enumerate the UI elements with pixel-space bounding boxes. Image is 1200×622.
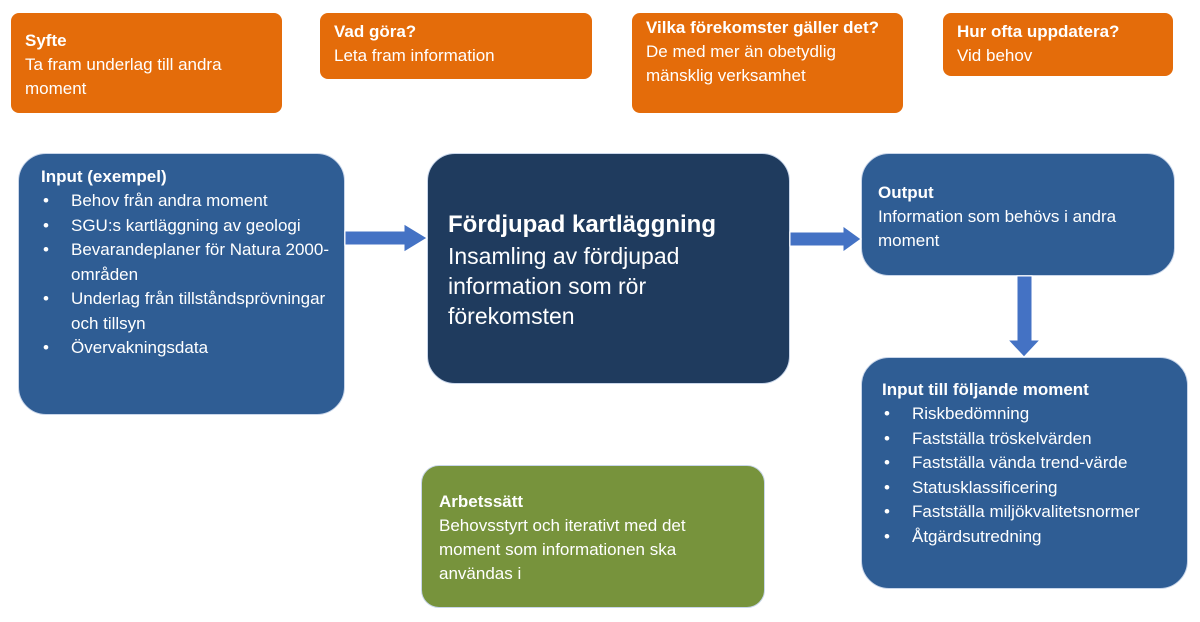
forekomster-text: De med mer än obetydlig mänsklig verksam… — [646, 42, 836, 85]
input-item: Behov från andra moment — [41, 189, 332, 214]
next-input-box: Input till följande moment Riskbedömning… — [861, 357, 1188, 589]
method-box: Arbetssätt Behovsstyrt och iterativt med… — [421, 465, 765, 608]
output-box: Output Information som behövs i andra mo… — [861, 153, 1175, 276]
next-input-item: Fastställa vända trend-värde — [882, 451, 1177, 476]
input-list: Behov från andra moment SGU:s kartläggni… — [41, 189, 332, 361]
center-text: Insamling av fördjupad information som r… — [448, 243, 680, 329]
method-title: Arbetssätt — [439, 492, 524, 511]
center-box: Fördjupad kartläggning Insamling av förd… — [427, 153, 790, 384]
next-input-title: Input till följande moment — [882, 380, 1089, 399]
arrow-center-to-output — [789, 225, 862, 253]
syfte-text: Ta fram underlag till andra moment — [25, 55, 222, 98]
input-item: Underlag från tillståndsprövningar och t… — [41, 287, 332, 336]
next-input-item: Riskbedömning — [882, 402, 1177, 427]
center-title: Fördjupad kartläggning — [448, 211, 716, 238]
next-input-list: Riskbedömning Fastställa tröskelvärden F… — [882, 402, 1177, 549]
next-input-item: Åtgärdsutredning — [882, 525, 1177, 550]
next-input-item: Statusklassificering — [882, 476, 1177, 501]
uppdatera-box: Hur ofta uppdatera? Vid behov — [943, 13, 1173, 76]
input-box: Input (exempel) Behov från andra moment … — [18, 153, 345, 415]
syfte-title: Syfte — [25, 31, 67, 50]
arrow-output-to-next — [1006, 275, 1042, 358]
input-title: Input (exempel) — [41, 167, 167, 186]
uppdatera-text: Vid behov — [957, 46, 1033, 65]
arrow-input-to-center — [344, 223, 428, 253]
input-item: SGU:s kartläggning av geologi — [41, 214, 332, 239]
vad-gora-title: Vad göra? — [334, 22, 417, 41]
output-title: Output — [878, 183, 934, 202]
next-input-item: Fastställa tröskelvärden — [882, 427, 1177, 452]
next-input-item: Fastställa miljökvalitetsnormer — [882, 500, 1177, 525]
vad-gora-box: Vad göra? Leta fram information — [320, 13, 592, 79]
syfte-box: Syfte Ta fram underlag till andra moment — [11, 13, 282, 113]
uppdatera-title: Hur ofta uppdatera? — [957, 22, 1120, 41]
forekomster-box: Vilka förekomster gäller det? De med mer… — [632, 13, 903, 113]
output-text: Information som behövs i andra moment — [878, 207, 1117, 250]
method-text: Behovsstyrt och iterativt med det moment… — [439, 516, 686, 583]
vad-gora-text: Leta fram information — [334, 46, 495, 65]
input-item: Bevarandeplaner för Natura 2000-områden — [41, 238, 332, 287]
input-item: Övervakningsdata — [41, 336, 332, 361]
forekomster-title: Vilka förekomster gäller det? — [646, 18, 880, 37]
